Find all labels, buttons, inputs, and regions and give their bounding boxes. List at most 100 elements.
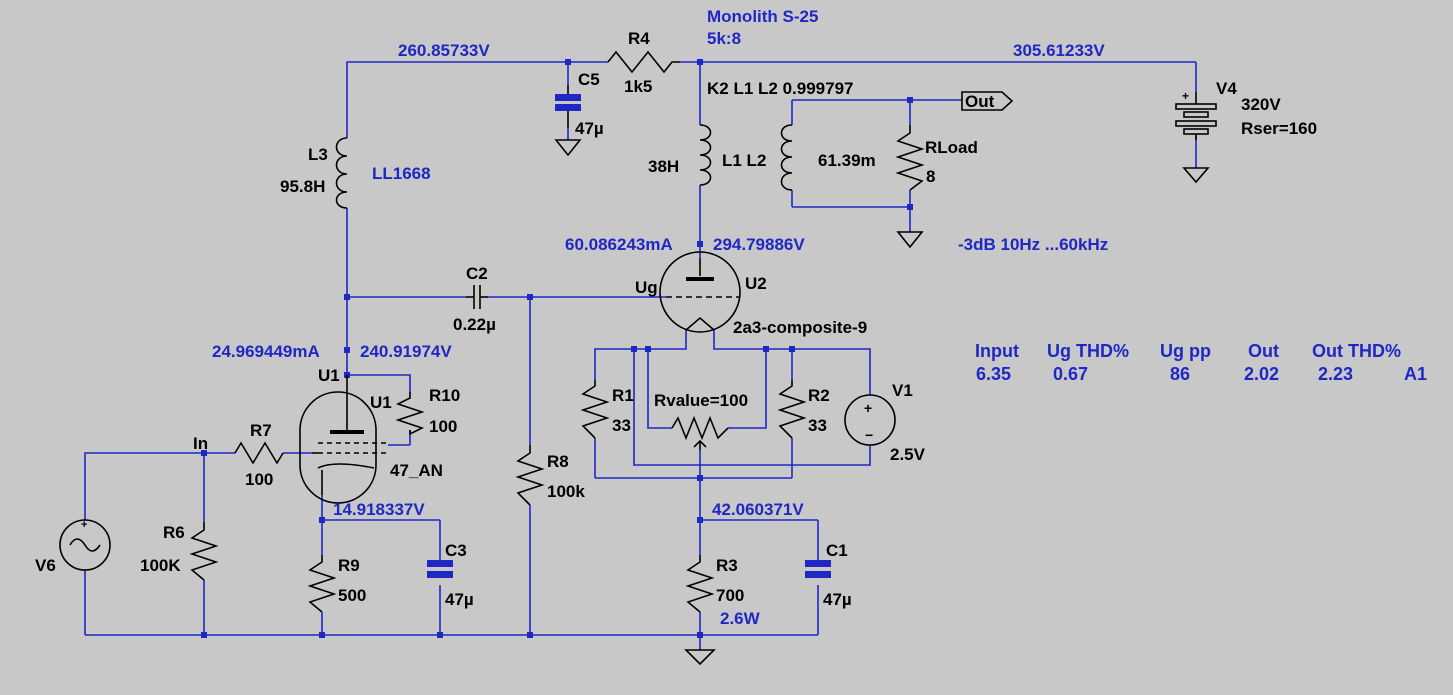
potentiometer[interactable] <box>671 415 729 450</box>
u1-pentode[interactable] <box>299 375 388 504</box>
v4-value: 320V <box>1241 95 1281 114</box>
r4-resistor[interactable] <box>607 50 680 74</box>
l2-inductor[interactable] <box>780 124 793 191</box>
c1-capacitor[interactable] <box>805 560 831 578</box>
ground-symbol <box>684 649 716 666</box>
r9-resistor[interactable] <box>307 555 337 613</box>
table-cell: 2.02 <box>1244 364 1279 384</box>
title-line1: Monolith S-25 <box>707 7 818 26</box>
rload-name: RLoad <box>925 138 978 157</box>
pot-value: Rvalue=100 <box>654 391 748 410</box>
u2-triode[interactable] <box>659 251 741 333</box>
l3-name: L3 <box>308 145 328 164</box>
table-header: Ug THD% <box>1047 341 1129 361</box>
junctions <box>201 59 913 638</box>
r3-power: 2.6W <box>720 609 761 628</box>
c5-value: 47µ <box>575 119 604 138</box>
r1-resistor[interactable] <box>580 380 610 439</box>
table-header: Ug pp <box>1160 341 1211 361</box>
svg-text:−: − <box>865 427 873 443</box>
out-port[interactable] <box>961 91 1014 111</box>
c1-value: 47µ <box>823 590 852 609</box>
l3-model: LL1668 <box>372 164 431 183</box>
r4-value: 1k5 <box>624 77 652 96</box>
l2-value: 61.39m <box>818 151 876 170</box>
r2-name: R2 <box>808 386 830 405</box>
v4-rser: Rser=160 <box>1241 119 1317 138</box>
r8-name: R8 <box>547 452 569 471</box>
c5-name: C5 <box>578 70 600 89</box>
r6-name: R6 <box>163 523 185 542</box>
u1-plate-current: 24.969449mA <box>212 342 320 361</box>
svg-text:+: + <box>81 519 87 531</box>
r8-value: 100k <box>547 482 585 501</box>
c1-name: C1 <box>826 541 848 560</box>
l1-inductor[interactable] <box>699 124 712 186</box>
r1-value: 33 <box>612 416 631 435</box>
table-cell: 6.35 <box>976 364 1011 384</box>
u1-plate-voltage: 240.91974V <box>360 342 452 361</box>
u1-node-label: U1 <box>318 366 340 385</box>
v4-battery[interactable]: + <box>1175 89 1217 140</box>
table-header: Input <box>975 341 1019 361</box>
voltage-top-left: 260.85733V <box>398 41 490 60</box>
r6-value: 100K <box>140 556 181 575</box>
ground-symbol <box>1182 167 1210 184</box>
c5-capacitor[interactable] <box>555 85 581 128</box>
results-table: Input Ug THD% Ug pp Out Out THD% 6.35 0.… <box>975 341 1427 384</box>
r3-value: 700 <box>716 586 744 605</box>
l3-inductor[interactable] <box>335 137 348 209</box>
table-cell: 2.23 <box>1318 364 1353 384</box>
u1-model: 47_AN <box>390 461 443 480</box>
bandwidth-note: -3dB 10Hz ...60kHz <box>958 235 1108 254</box>
table-cell: 86 <box>1170 364 1190 384</box>
r9-name: R9 <box>338 556 360 575</box>
r3-name: R3 <box>716 556 738 575</box>
r2-resistor[interactable] <box>777 380 807 439</box>
ug-node-label: Ug <box>635 278 658 297</box>
v6-ac-source[interactable]: + <box>59 519 111 571</box>
u2-model: 2a3-composite-9 <box>733 318 867 337</box>
r10-resistor[interactable] <box>395 392 425 436</box>
wires <box>84 61 1197 650</box>
r8-resistor[interactable] <box>515 445 545 506</box>
r4-name: R4 <box>628 29 650 48</box>
table-cell: A1 <box>1404 364 1427 384</box>
u2-plate-current: 60.086243mA <box>565 235 673 254</box>
table-cell: 0.67 <box>1053 364 1088 384</box>
u2-plate-voltage: 294.79886V <box>713 235 805 254</box>
svg-text:+: + <box>864 400 872 416</box>
r10-value: 100 <box>429 417 457 436</box>
v6-name: V6 <box>35 556 56 575</box>
r3-resistor[interactable] <box>685 555 715 613</box>
r7-value: 100 <box>245 470 273 489</box>
c2-capacitor[interactable] <box>466 285 488 309</box>
rload-resistor[interactable] <box>895 125 925 191</box>
ground-symbol <box>554 139 582 157</box>
c2-name: C2 <box>466 264 488 283</box>
v1-value: 2.5V <box>890 445 926 464</box>
v1-name: V1 <box>892 381 913 400</box>
r1-name: R1 <box>612 386 634 405</box>
u2-cathode-voltage: 42.060371V <box>712 500 804 519</box>
table-header: Out THD% <box>1312 341 1401 361</box>
in-node-label: In <box>193 434 208 453</box>
out-label: Out <box>965 92 995 111</box>
r7-name: R7 <box>250 421 272 440</box>
c3-capacitor[interactable] <box>427 560 453 578</box>
u1-name: U1 <box>370 393 392 412</box>
c2-value: 0.22µ <box>453 315 496 334</box>
r2-value: 33 <box>808 416 827 435</box>
r6-resistor[interactable] <box>189 522 219 581</box>
r10-name: R10 <box>429 386 460 405</box>
v1-dc-source[interactable]: + − <box>844 394 896 446</box>
r7-resistor[interactable] <box>234 441 284 465</box>
l3-value: 95.8H <box>280 177 325 196</box>
table-header: Out <box>1248 341 1279 361</box>
coupling-spec: K2 L1 L2 0.999797 <box>707 79 853 98</box>
r9-value: 500 <box>338 586 366 605</box>
svg-text:+: + <box>1182 89 1189 103</box>
v4-name: V4 <box>1216 79 1237 98</box>
ground-symbol <box>896 231 924 249</box>
